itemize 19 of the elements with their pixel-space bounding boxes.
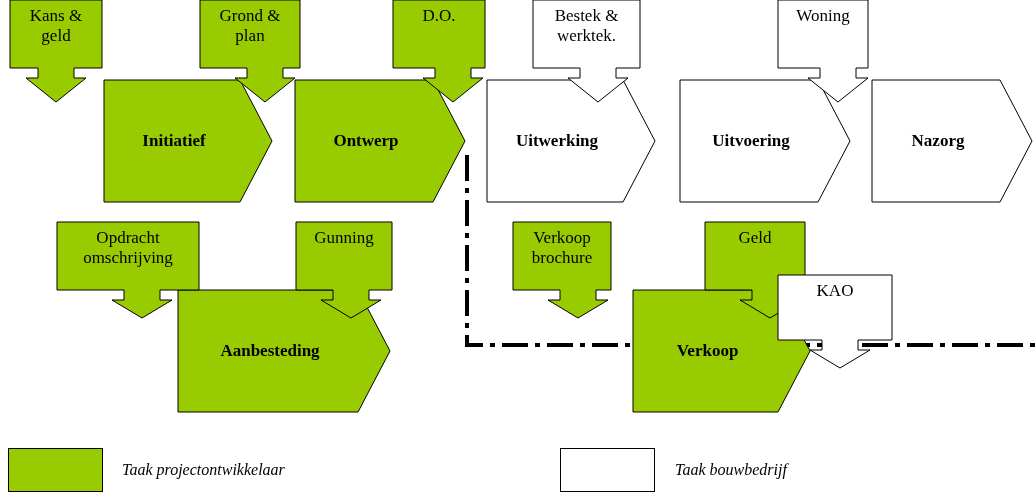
legend-text: Taak projectontwikkelaar (122, 461, 285, 479)
phase-label: Aanbesteding (219, 341, 321, 361)
callout-text: Kans & geld (28, 6, 84, 46)
callout-text: Grond & plan (218, 6, 282, 46)
phase-label: Verkoop (675, 341, 740, 361)
legend-text: Taak bouwbedrijf (675, 461, 787, 479)
callout-text: Opdracht omschrijving (82, 228, 174, 268)
phase-label: Nazorg (910, 131, 966, 151)
phase-label: Initiatief (141, 131, 207, 151)
callout-text: Woning (795, 6, 851, 26)
phase-label: Uitwerking (514, 131, 600, 151)
phase-label: Ontwerp (332, 131, 400, 151)
callout-text: Geld (737, 228, 773, 248)
callout-text: Bestek & werktek. (553, 6, 620, 46)
callout-text: D.O. (421, 6, 457, 26)
callout-text: KAO (815, 281, 855, 301)
callout-text: Verkoop brochure (530, 228, 594, 268)
callout-text: Gunning (313, 228, 375, 248)
phase-label: Uitvoering (711, 131, 791, 151)
